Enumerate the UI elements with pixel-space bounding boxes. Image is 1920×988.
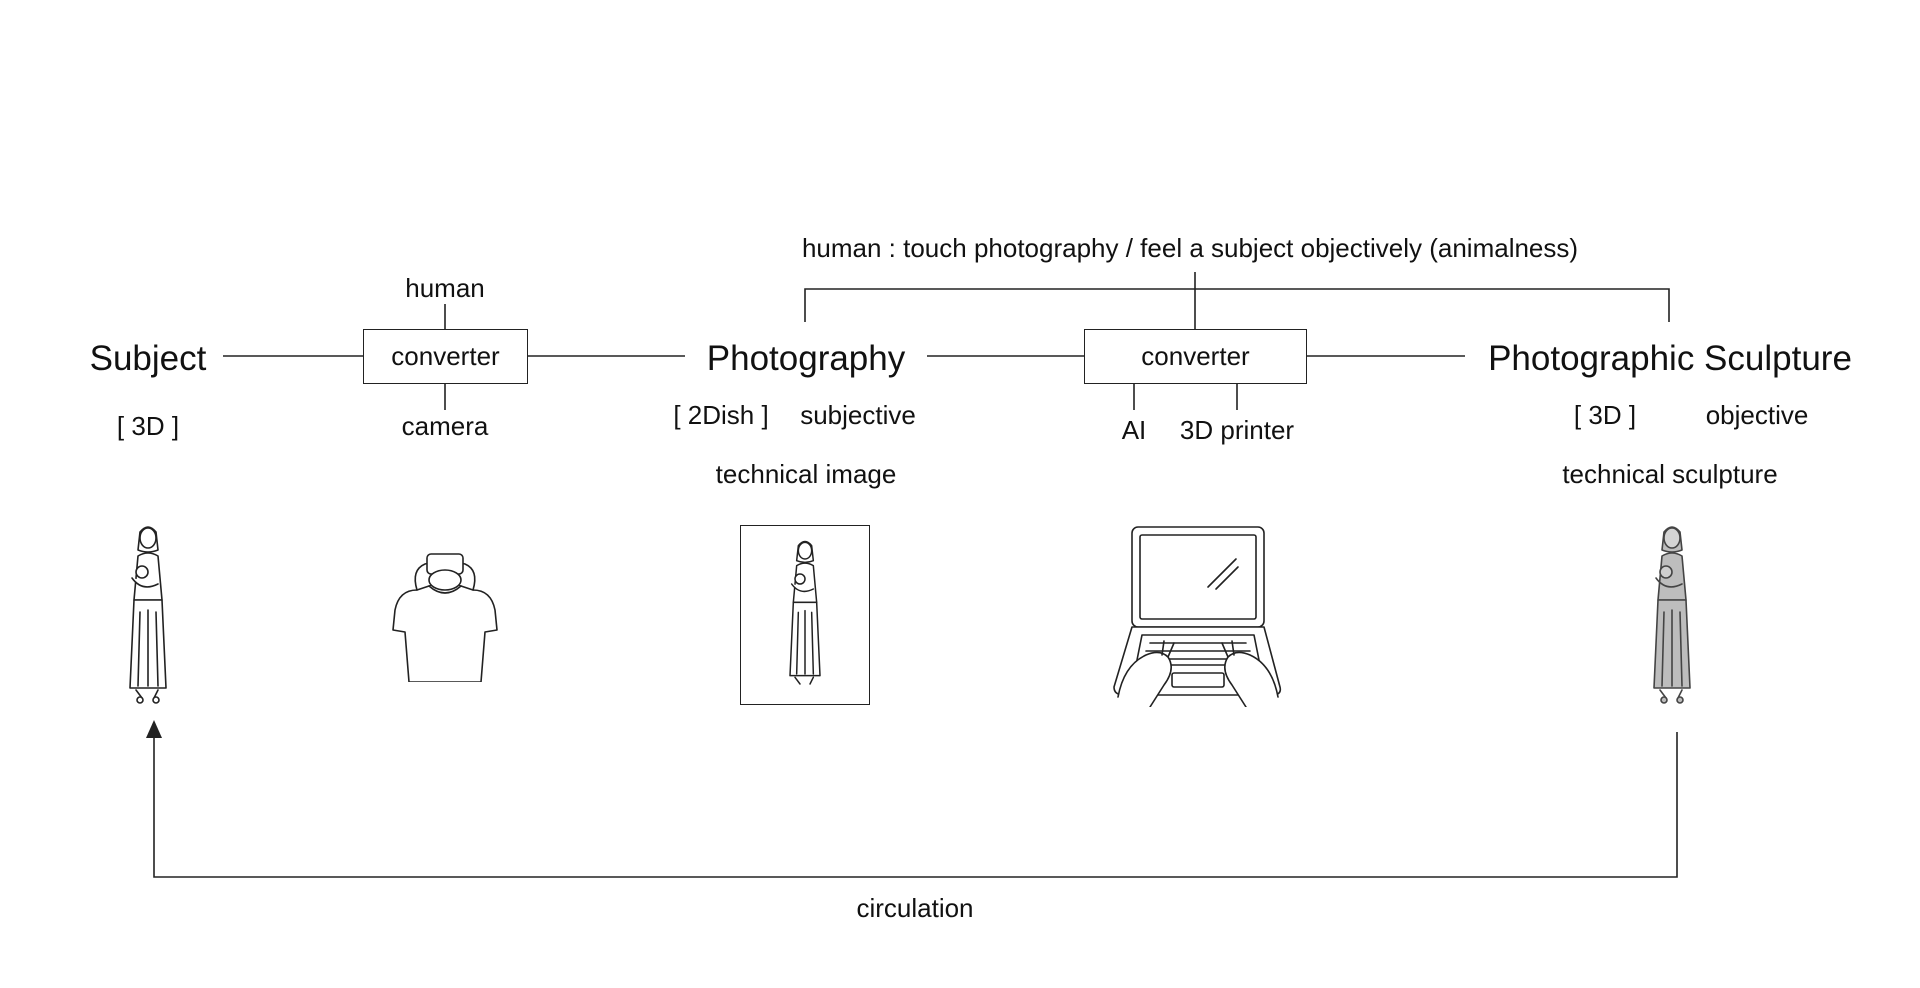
circulation-label: circulation xyxy=(856,893,974,923)
sculpture-kind: technical sculpture xyxy=(1562,459,1778,489)
photography-kind: technical image xyxy=(715,459,897,489)
top-annotation: human : touch photography / feel a subje… xyxy=(801,233,1579,263)
person-holding-camera-icon xyxy=(392,553,498,682)
woman-holding-baby-icon xyxy=(129,526,167,704)
framed-photo-icon xyxy=(740,525,870,705)
top-bracket xyxy=(804,288,1670,322)
photography-quality: subjective xyxy=(800,400,916,430)
converter1-box: converter xyxy=(363,329,528,384)
converter1-human-label: human xyxy=(405,273,485,303)
photo-figure-icon xyxy=(789,540,821,685)
subject-title: Subject xyxy=(89,339,207,378)
circulation-loop xyxy=(153,732,1678,878)
laptop-typing-icon xyxy=(1113,526,1282,707)
arrowhead-icon xyxy=(146,720,162,738)
sculpture-quality: objective xyxy=(1705,400,1809,430)
sculpture-title: Photographic Sculpture xyxy=(1488,339,1852,378)
subject-dimension: [ 3D ] xyxy=(116,411,180,441)
photography-dimension: [ 2Dish ] xyxy=(673,400,769,430)
converter2-box: converter xyxy=(1084,329,1307,384)
converter2-printer-label: 3D printer xyxy=(1179,415,1295,445)
converter2-label: converter xyxy=(1141,340,1250,371)
sculpture-dimension: [ 3D ] xyxy=(1573,400,1637,430)
sculpture-figure-icon xyxy=(1653,526,1691,704)
converter2-ai-label: AI xyxy=(1121,415,1147,445)
converter1-camera-label: camera xyxy=(401,411,489,441)
converter1-label: converter xyxy=(391,340,500,371)
photography-title: Photography xyxy=(706,339,906,378)
